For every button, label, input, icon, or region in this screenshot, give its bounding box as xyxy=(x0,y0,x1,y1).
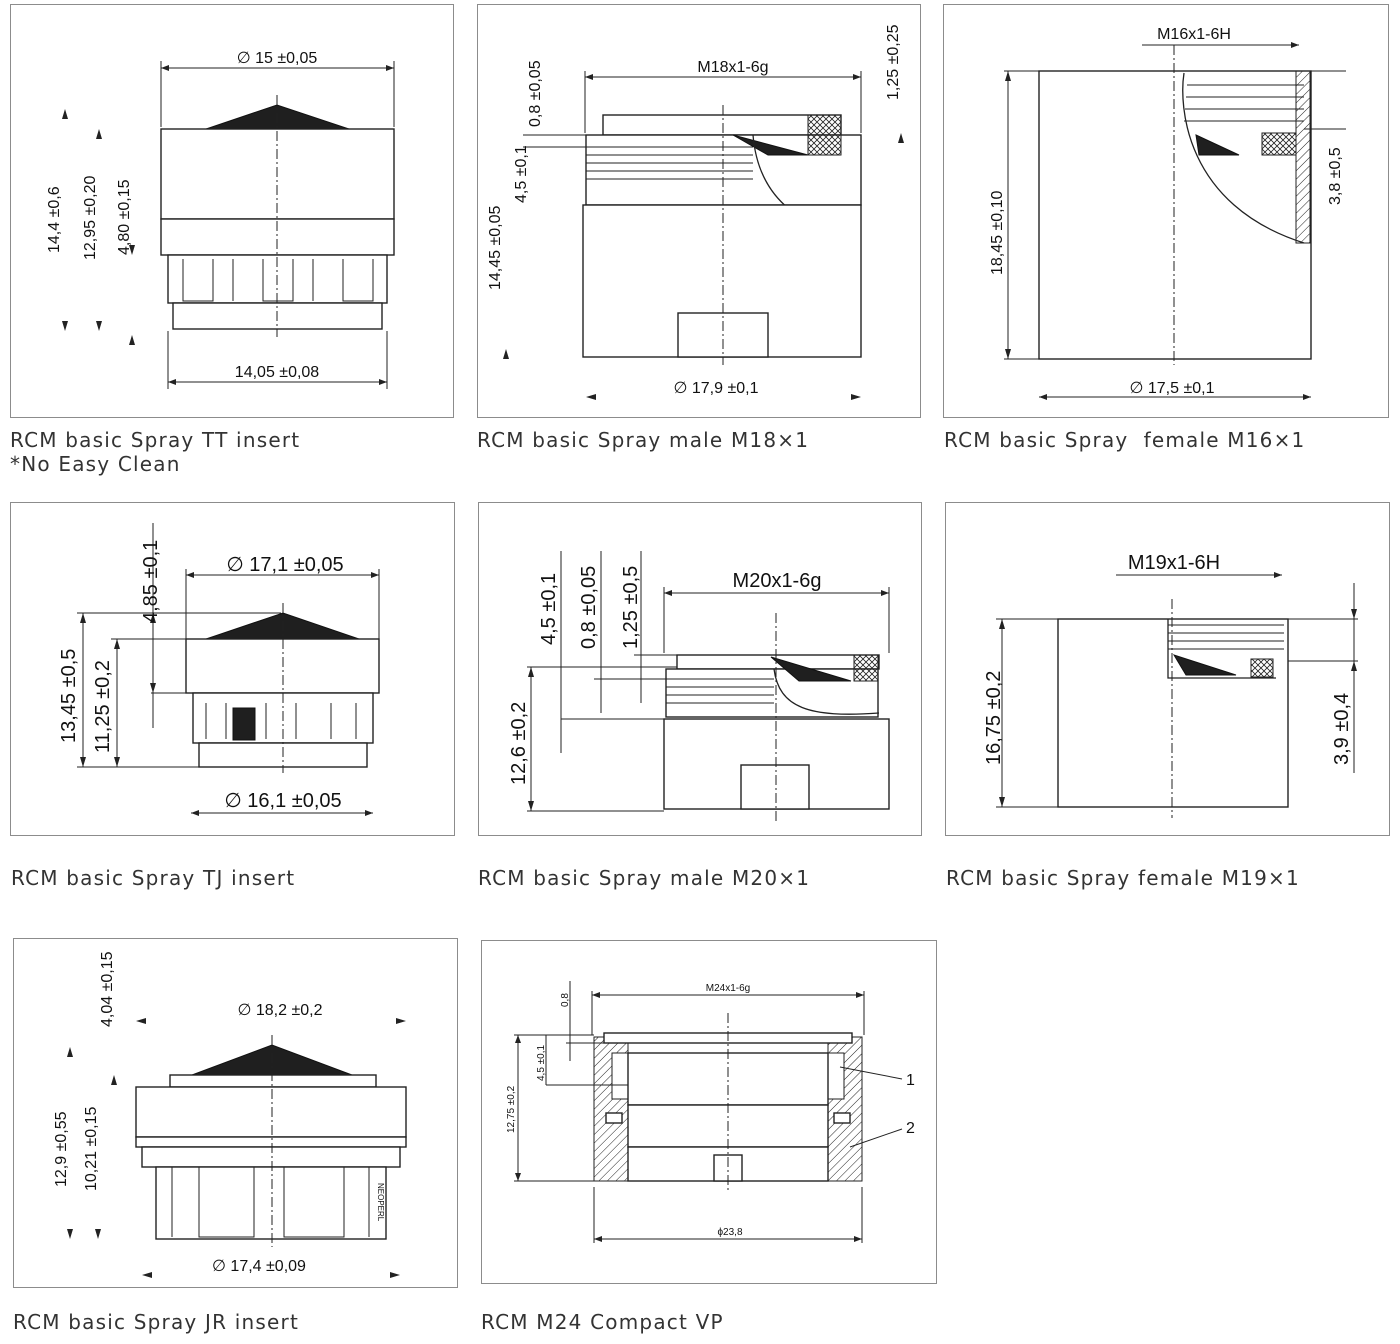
callout-2: 2 xyxy=(906,1120,915,1137)
caption-tj-insert: RCM basic Spray TJ insert xyxy=(11,866,296,890)
dim-h2: 10,21 ±0,15 xyxy=(83,1106,100,1191)
dim-h1: 13,45 ±0,5 xyxy=(58,649,80,743)
dim-h1: 14,4 ±0,6 xyxy=(46,186,63,253)
dim-r1: 3,8 ±0,5 xyxy=(1327,147,1344,205)
dim-r1: 3,9 ±0,4 xyxy=(1331,693,1353,765)
dim-h2: 4,5 ±0,1 xyxy=(538,573,560,645)
caption-tt-note: *No Easy Clean xyxy=(10,452,181,476)
panel-female-m16: M16x1-6H 18,45 ±0,10 3,8 ±0,5 ∅ 17,5 ±0,… xyxy=(943,4,1389,418)
caption-jr-insert: RCM basic Spray JR insert xyxy=(13,1310,299,1334)
dim-h2: 11,25 ±0,2 xyxy=(92,660,114,753)
dim-h1: 18,45 ±0,10 xyxy=(989,190,1006,275)
caption-female-m19: RCM basic Spray female M19×1 xyxy=(946,866,1300,890)
dim-thread: M24x1-6g xyxy=(706,983,750,994)
drawing-male-m20: M20x1-6g 12,6 ±0,2 4,5 ±0,1 0,8 ±0,05 1,… xyxy=(508,551,890,823)
dim-bottom: ∅ 17,5 ±0,1 xyxy=(1130,380,1215,397)
panel-male-m20: M20x1-6g 12,6 ±0,2 4,5 ±0,1 0,8 ±0,05 1,… xyxy=(478,502,922,836)
dim-h3: 0,8 xyxy=(560,993,571,1007)
dim-thread: M20x1-6g xyxy=(733,570,822,592)
dim-h1: 12,6 ±0,2 xyxy=(508,702,530,785)
panel-male-m18: M18x1-6g ∅ 17,9 ±0,1 0,8 ±0,05 4,5 ±0,1 … xyxy=(477,4,921,418)
dim-top: ∅ 18,2 ±0,2 xyxy=(238,1002,323,1019)
panel-tt-insert: ∅ 15 ±0,05 14,05 ±0,08 14,4 ±0,6 12,95 ±… xyxy=(10,4,454,418)
dim-h2: 12,95 ±0,20 xyxy=(82,175,99,260)
caption-female-m16: RCM basic Spray female M16×1 xyxy=(944,428,1306,452)
dim-thread: M18x1-6g xyxy=(697,59,768,76)
drawing-jr-insert: ∅ 18,2 ±0,2 NEOPERL ∅ 17,4 ±0,09 4,04 ±0… xyxy=(53,951,407,1278)
dim-bottom: 14,05 ±0,08 xyxy=(235,364,320,381)
dim-h1: 12,75 ±0,2 xyxy=(506,1085,517,1133)
caption-tt-insert: RCM basic Spray TT insert xyxy=(10,428,301,452)
dim-thread: M19x1-6H xyxy=(1128,552,1220,574)
dim-r1: 1,25 ±0,25 xyxy=(885,24,902,100)
caption-m24-compact: RCM M24 Compact VP xyxy=(481,1310,724,1334)
dim-bottom: ∅ 17,9 ±0,1 xyxy=(674,380,759,397)
panel-female-m19: M19x1-6H 16,75 ±0,2 3,9 ±0,4 xyxy=(945,502,1390,836)
drawing-male-m18: M18x1-6g ∅ 17,9 ±0,1 0,8 ±0,05 4,5 ±0,1 … xyxy=(487,24,904,400)
dim-h3: 4,80 ±0,15 xyxy=(116,179,133,255)
panel-tj-insert: ∅ 17,1 ±0,05 ∅ 16,1 ±0,05 13,45 ±0,5 11,… xyxy=(10,502,455,836)
dim-thread: M16x1-6H xyxy=(1157,26,1231,43)
dim-h3: 4,85 ±0,1 xyxy=(140,540,162,623)
panel-m24-compact: M24x1-6g 1 2 12,75 ±0,2 4,5 ±0,1 0,8 xyxy=(481,940,937,1284)
dim-bottom: ∅ 16,1 ±0,05 xyxy=(224,790,341,812)
panel-jr-insert: ∅ 18,2 ±0,2 NEOPERL ∅ 17,4 ±0,09 4,04 ±0… xyxy=(13,938,458,1288)
dim-h3: 14,45 ±0,05 xyxy=(487,205,504,290)
dim-h1: 12,9 ±0,55 xyxy=(53,1111,70,1187)
callout-1: 1 xyxy=(906,1072,915,1089)
drawing-m24-compact: M24x1-6g 1 2 12,75 ±0,2 4,5 ±0,1 0,8 xyxy=(506,981,915,1243)
dim-h2: 4,5 ±0,1 xyxy=(513,145,530,203)
drawing-tt-insert: ∅ 15 ±0,05 14,05 ±0,08 14,4 ±0,6 12,95 ±… xyxy=(46,50,395,389)
dim-top: ∅ 17,1 ±0,05 xyxy=(226,554,343,576)
dim-bottom: ϕ23,8 xyxy=(717,1227,743,1238)
dim-bottom: ∅ 17,4 ±0,09 xyxy=(212,1258,306,1275)
dim-h2: 4,5 ±0,1 xyxy=(536,1044,547,1081)
dim-h3: 0,8 ±0,05 xyxy=(578,566,600,649)
drawing-female-m19: M19x1-6H 16,75 ±0,2 3,9 ±0,4 xyxy=(983,552,1358,818)
brand-label: NEOPERL xyxy=(376,1183,385,1222)
caption-male-m18: RCM basic Spray male M18×1 xyxy=(477,428,810,452)
dim-top: ∅ 15 ±0,05 xyxy=(237,50,318,67)
drawing-tj-insert: ∅ 17,1 ±0,05 ∅ 16,1 ±0,05 13,45 ±0,5 11,… xyxy=(58,523,380,816)
dim-h4: 1,25 ±0,5 xyxy=(620,566,642,649)
dim-h1: 0,8 ±0,05 xyxy=(527,60,544,127)
dim-h1: 16,75 ±0,2 xyxy=(983,671,1005,765)
caption-male-m20: RCM basic Spray male M20×1 xyxy=(478,866,811,890)
drawing-female-m16: M16x1-6H 18,45 ±0,10 3,8 ±0,5 ∅ 17,5 ±0,… xyxy=(989,26,1346,400)
dim-h3: 4,04 ±0,15 xyxy=(99,951,116,1027)
